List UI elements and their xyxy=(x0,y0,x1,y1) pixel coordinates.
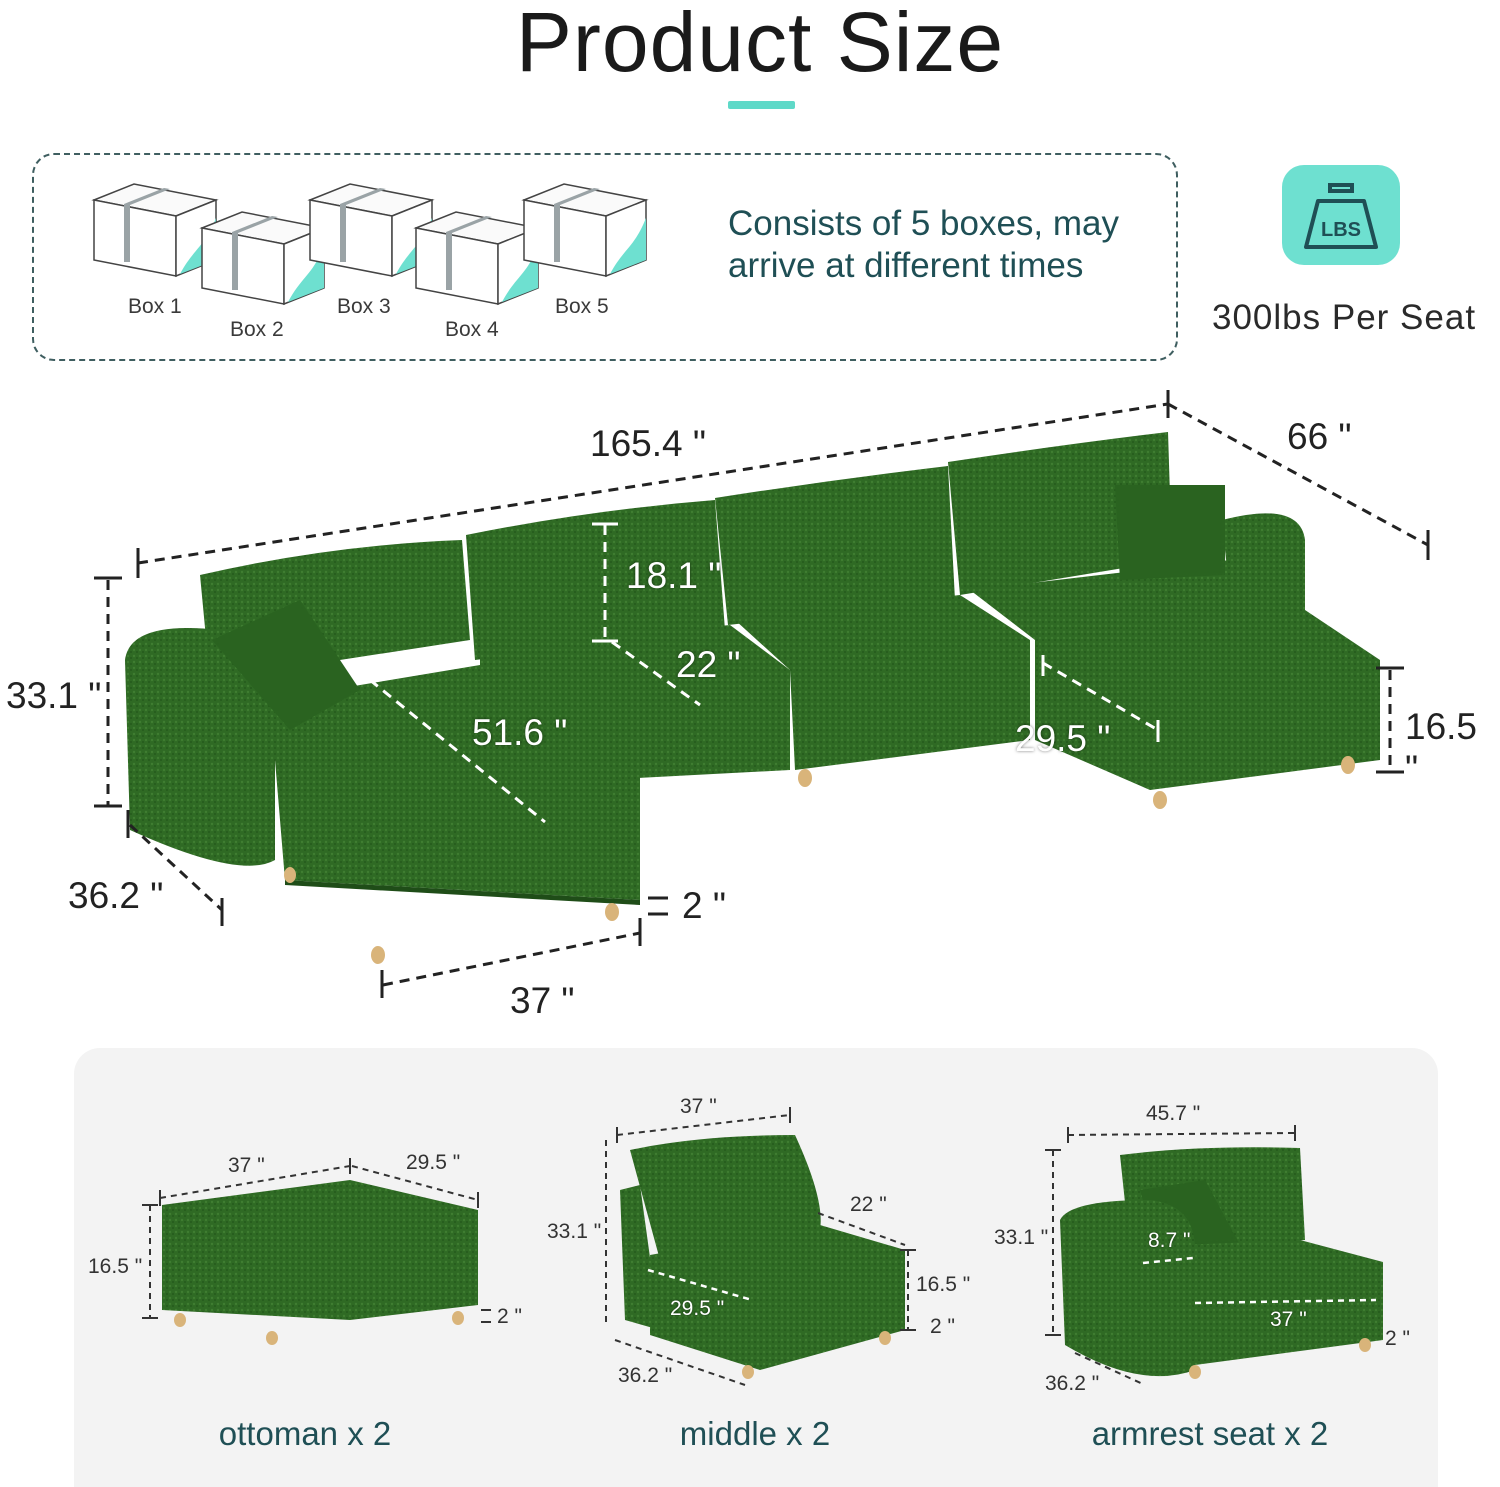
sectional-sofa-illustration xyxy=(94,390,1430,998)
weight-lbs-icon: LBS xyxy=(1282,165,1400,265)
ottoman-width: 37 " xyxy=(228,1154,265,1177)
dim-leg-height: 2 " xyxy=(682,885,726,926)
middle-leg: 2 " xyxy=(930,1315,955,1338)
modules-illustration xyxy=(142,1107,1383,1386)
dim-ottoman-depth: 29.5 " xyxy=(1015,718,1111,759)
page-title: Product Size xyxy=(515,0,1005,89)
middle-depth: 22 " xyxy=(850,1193,887,1216)
dim-chaise-length: 51.6 " xyxy=(472,712,568,753)
middle-seat-depth: 29.5 " xyxy=(670,1297,725,1320)
dim-height: 33.1 " xyxy=(6,675,102,716)
middle-seat-height: 16.5 " xyxy=(916,1273,971,1296)
middle-width: 37 " xyxy=(680,1095,717,1118)
weight-label: 300lbs Per Seat xyxy=(1212,298,1477,337)
ottoman-caption: ottoman x 2 xyxy=(218,1415,392,1452)
title-underline xyxy=(728,101,795,109)
dim-arm-depth: 36.2 " xyxy=(68,875,164,916)
weight-icon-text: LBS xyxy=(1321,219,1361,241)
shipping-boxes-icon xyxy=(93,183,647,305)
box-label-5: Box 5 xyxy=(555,295,609,318)
armrest-arm-width: 8.7 " xyxy=(1148,1229,1191,1252)
dim-depth-right: 66 " xyxy=(1287,416,1352,457)
box-label-1: Box 1 xyxy=(128,295,182,318)
box-label-4: Box 4 xyxy=(445,318,499,341)
armrest-leg: 2 " xyxy=(1385,1327,1410,1350)
middle-caption: middle x 2 xyxy=(679,1415,831,1452)
dim-chaise-width: 37 " xyxy=(510,980,575,1021)
box-label-2: Box 2 xyxy=(230,318,284,341)
middle-height: 33.1 " xyxy=(547,1220,602,1243)
middle-side: 36.2 " xyxy=(618,1364,673,1387)
dim-back-cushion: 18.1 " xyxy=(626,555,722,596)
boxes-note: Consists of 5 boxes, may arrive at diffe… xyxy=(728,204,1119,285)
armrest-side: 36.2 " xyxy=(1045,1372,1100,1395)
dim-seat-depth: 22 " xyxy=(676,644,741,685)
armrest-seat-width: 37 " xyxy=(1270,1308,1307,1331)
armrest-caption: armrest seat x 2 xyxy=(1091,1415,1329,1452)
dim-length: 165.4 " xyxy=(590,423,707,464)
dim-seat-height: 16.5 " xyxy=(1405,706,1478,789)
armrest-width: 45.7 " xyxy=(1146,1102,1201,1125)
boxes-panel xyxy=(32,153,1178,361)
ottoman-depth: 29.5 " xyxy=(406,1151,461,1174)
box-label-3: Box 3 xyxy=(337,295,391,318)
ottoman-height: 16.5 " xyxy=(88,1255,143,1278)
ottoman-leg: 2 " xyxy=(497,1305,522,1328)
armrest-height: 33.1 " xyxy=(994,1226,1049,1249)
